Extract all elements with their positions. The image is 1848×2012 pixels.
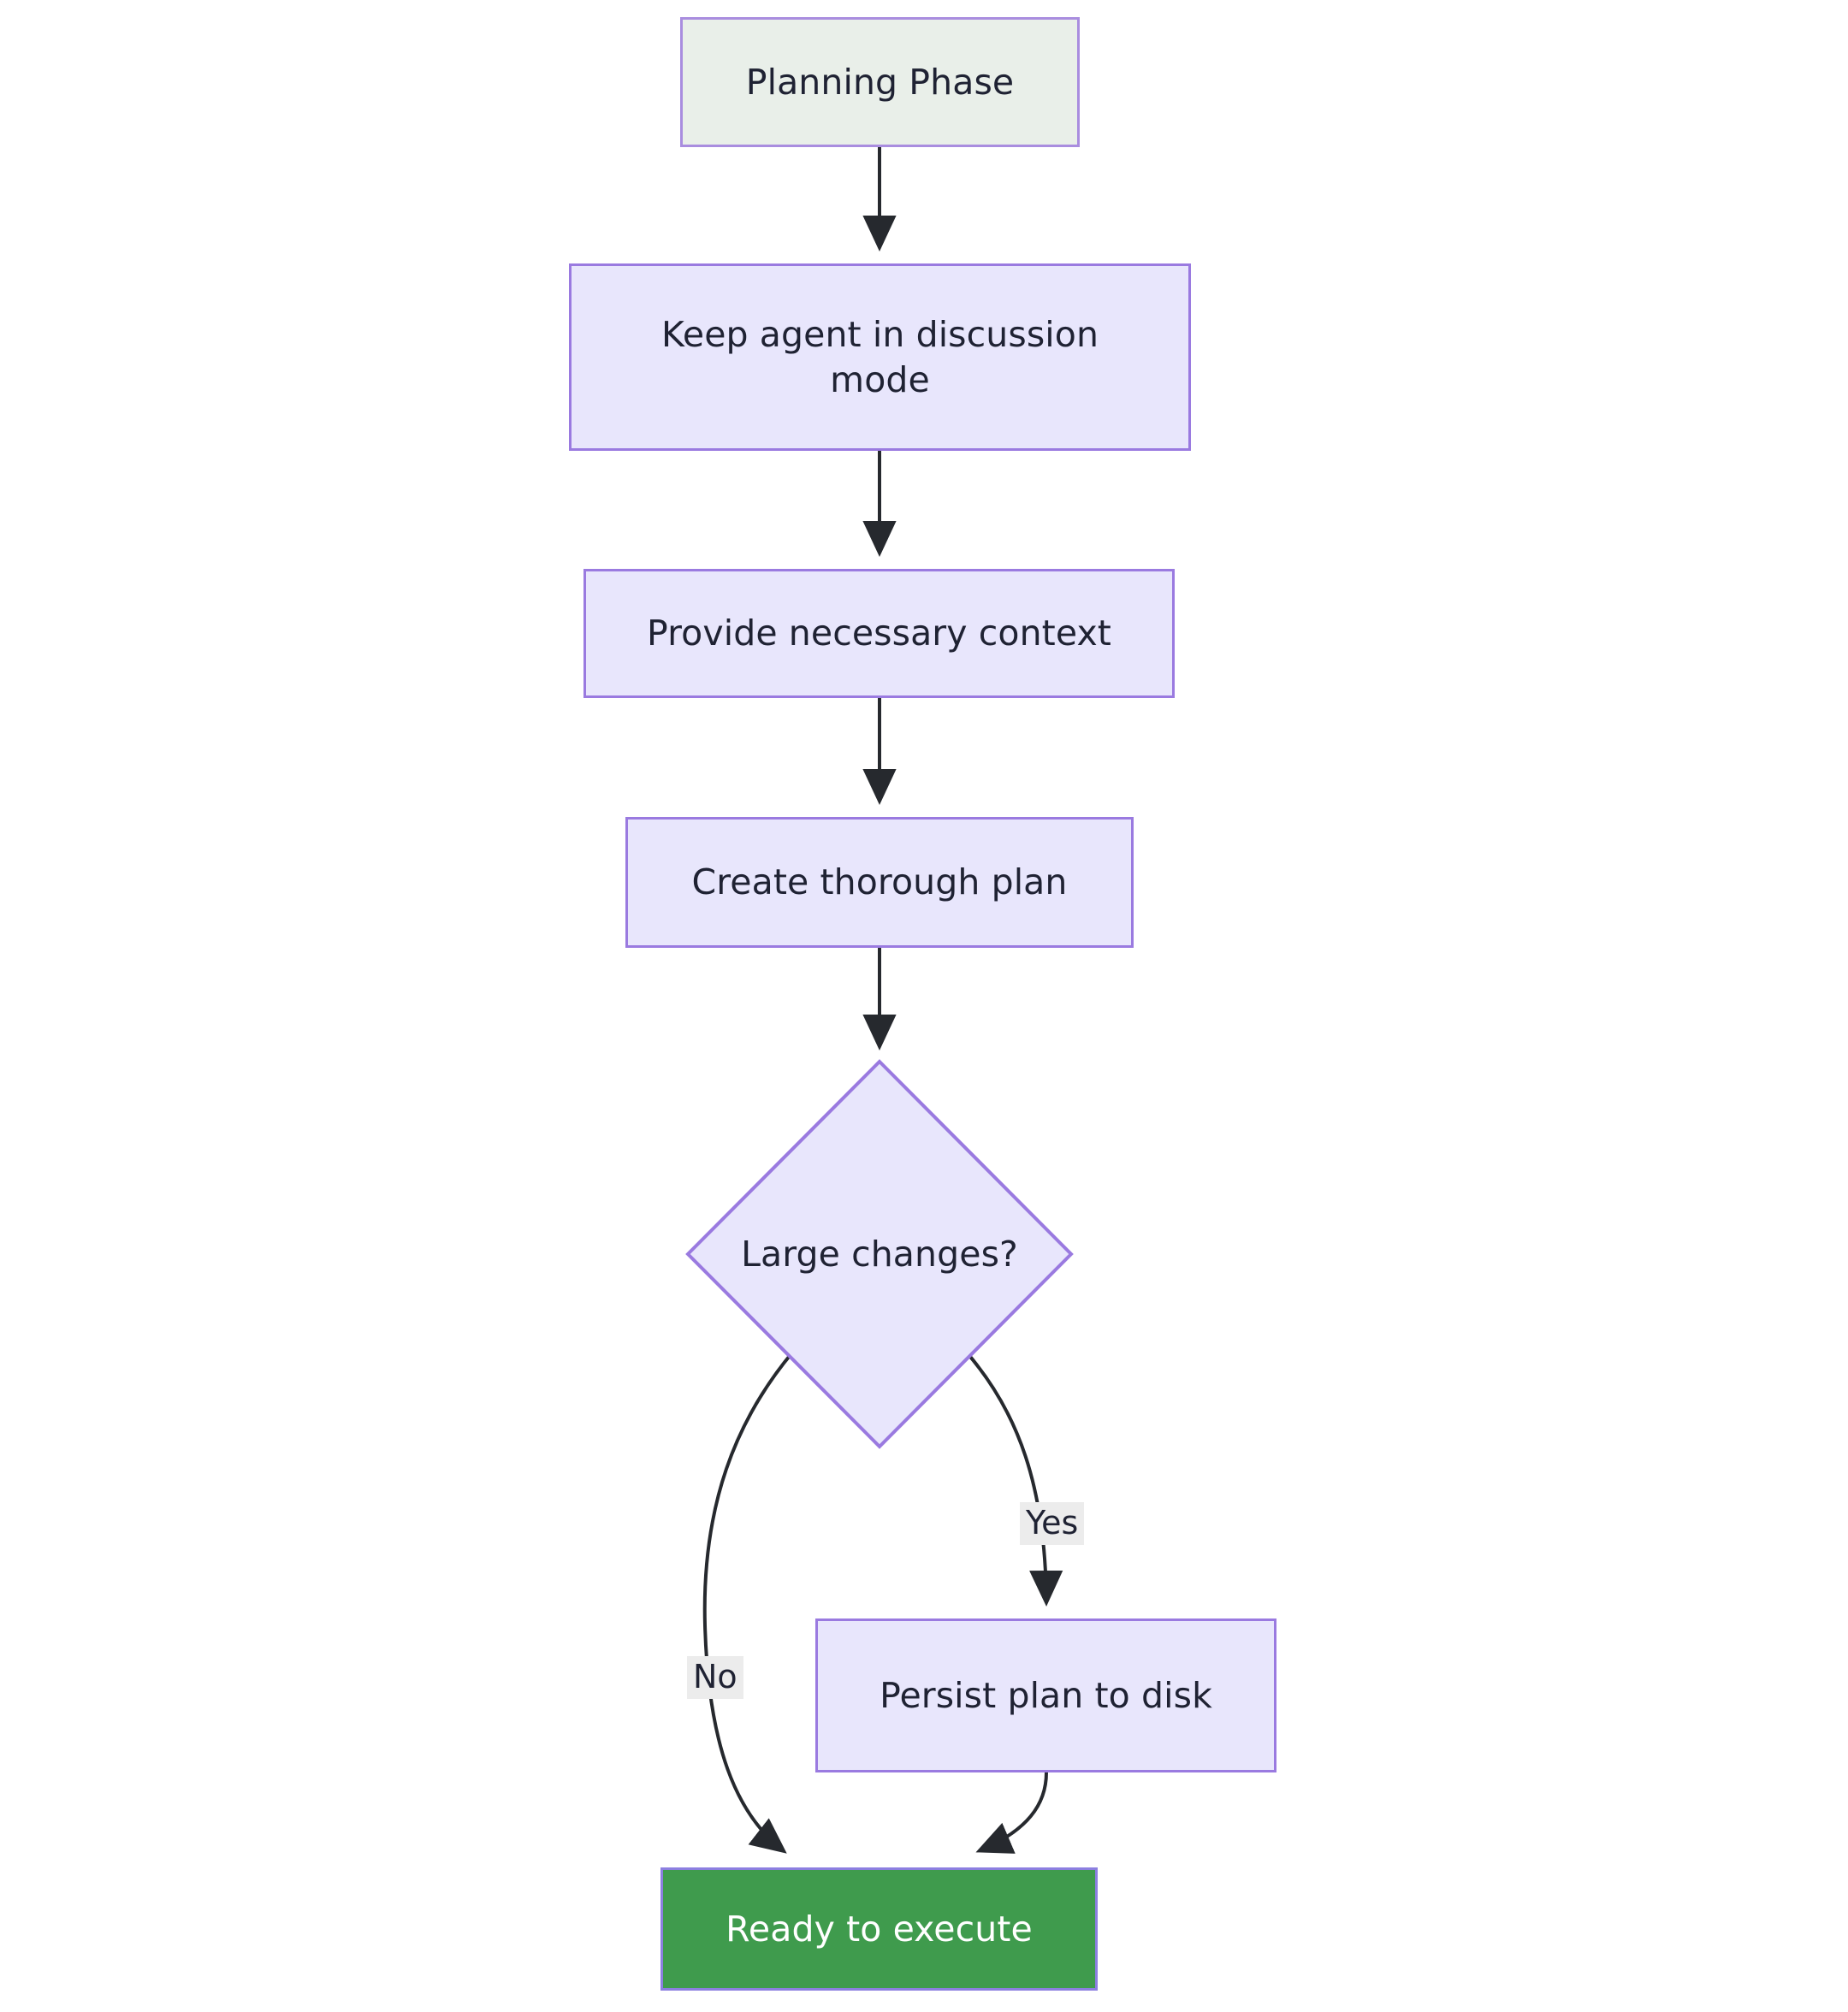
node-large-changes-decision[interactable]: Large changes? (685, 1059, 1074, 1449)
node-create-thorough-plan-label: Create thorough plan (691, 861, 1068, 903)
node-ready-to-execute[interactable]: Ready to execute (660, 1867, 1098, 1991)
edge-label-no: No (687, 1656, 743, 1699)
node-large-changes-decision-label: Large changes? (741, 1233, 1018, 1275)
edge-label-yes: Yes (1020, 1502, 1085, 1545)
node-planning-phase-label: Planning Phase (745, 61, 1015, 103)
node-provide-necessary-context-label: Provide necessary context (647, 612, 1111, 654)
node-create-thorough-plan[interactable]: Create thorough plan (625, 817, 1134, 948)
node-provide-necessary-context[interactable]: Provide necessary context (583, 569, 1175, 698)
diamond-shape (685, 1059, 1074, 1449)
edge-persist-to-ready (975, 1772, 1048, 1854)
node-ready-to-execute-label: Ready to execute (726, 1908, 1033, 1950)
node-persist-plan-to-disk[interactable]: Persist plan to disk (815, 1618, 1276, 1772)
node-keep-agent-in-discussion-mode[interactable]: Keep agent in discussion mode (569, 263, 1191, 451)
node-keep-agent-in-discussion-mode-label: Keep agent in discussion mode (660, 314, 1099, 400)
node-planning-phase[interactable]: Planning Phase (680, 17, 1080, 147)
node-persist-plan-to-disk-label: Persist plan to disk (880, 1674, 1212, 1716)
